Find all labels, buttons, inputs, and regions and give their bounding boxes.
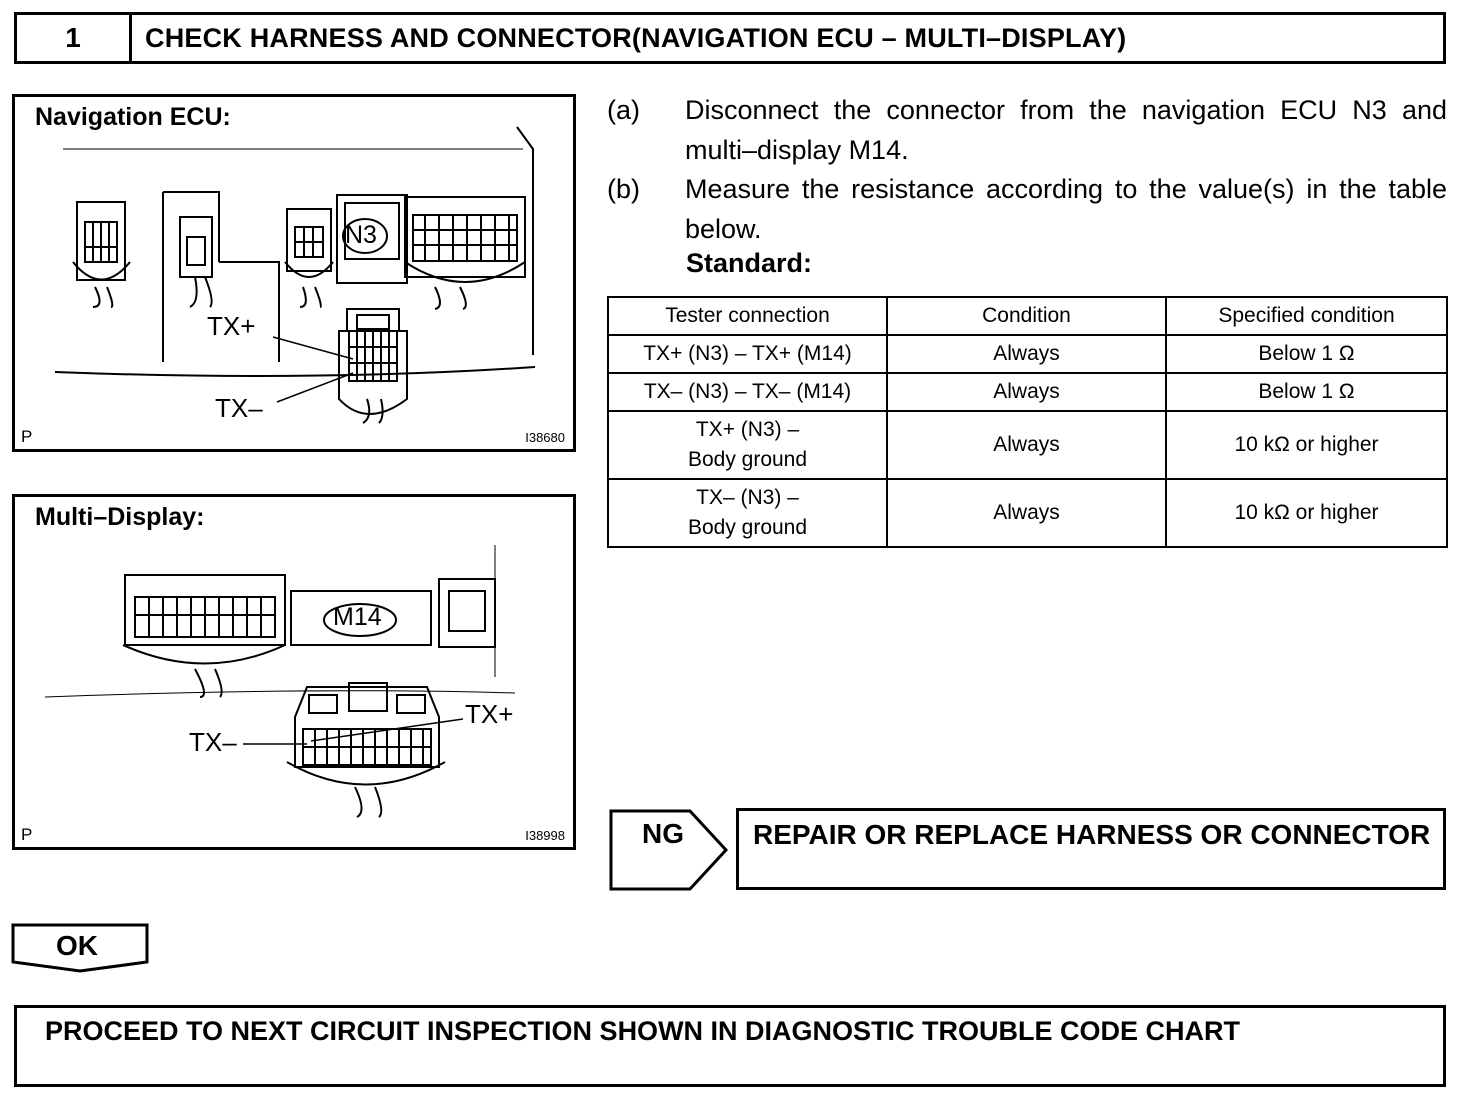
column-header: Specified condition <box>1165 296 1448 336</box>
step-header: 1 CHECK HARNESS AND CONNECTOR(NAVIGATION… <box>14 12 1446 64</box>
column-header: Condition <box>886 296 1167 336</box>
figure-code: I38680 <box>525 430 565 445</box>
table-cell: TX+ (N3) – Body ground <box>607 410 888 480</box>
table-cell: Always <box>886 334 1167 374</box>
figure-corner-letter: P <box>21 825 33 844</box>
ng-arrow-shape <box>609 809 729 891</box>
multi-display-illustration <box>44 545 516 818</box>
step-text: Measure the resistance according to the … <box>685 174 1447 244</box>
step-b: (b) Measure the resistance according to … <box>607 169 1447 249</box>
table-cell: TX– (N3) – TX– (M14) <box>607 372 888 412</box>
figure-code: I38998 <box>525 828 565 843</box>
table-cell: TX+ (N3) – TX+ (M14) <box>607 334 888 374</box>
multi-display-figure: Multi–Display: M14 TX+ TX– P I38998 <box>12 494 576 850</box>
connector-n3-callout: N3 <box>345 221 377 249</box>
ng-label: NG <box>642 818 684 849</box>
step-title: CHECK HARNESS AND CONNECTOR(NAVIGATION E… <box>145 22 1127 53</box>
ok-arrow-shape <box>11 923 149 973</box>
step-letter: (b) <box>607 174 640 204</box>
table-cell: 10 kΩ or higher <box>1165 410 1448 480</box>
table-cell: Always <box>886 372 1167 412</box>
tx-plus-pin-label: TX+ <box>465 699 514 729</box>
table-cell: Below 1 Ω <box>1165 372 1448 412</box>
ok-label: OK <box>56 930 98 961</box>
table-row: TX+ (N3) – Body ground Always 10 kΩ or h… <box>607 410 1448 480</box>
table-row: TX– (N3) – Body ground Always 10 kΩ or h… <box>607 478 1448 548</box>
step-letter: (a) <box>607 95 640 125</box>
table-row: TX– (N3) – TX– (M14) Always Below 1 Ω <box>607 372 1448 412</box>
table-cell: Always <box>886 478 1167 548</box>
figure-corner-letter: P <box>21 427 33 446</box>
navigation-ecu-figure: Navigation ECU: N3 TX+ TX– P I38680 <box>12 94 576 452</box>
navigation-ecu-illustration <box>54 126 536 424</box>
step-number: 1 <box>17 15 132 61</box>
step-text: Disconnect the connector from the naviga… <box>685 95 1447 165</box>
table-cell: Always <box>886 410 1167 480</box>
ng-action-box: REPAIR OR REPLACE HARNESS OR CONNECTOR <box>736 808 1446 890</box>
table-cell: Below 1 Ω <box>1165 334 1448 374</box>
tx-minus-pin-label: TX– <box>189 727 237 757</box>
navigation-ecu-label: Navigation ECU: <box>35 103 231 131</box>
table-header-row: Tester connection Condition Specified co… <box>607 296 1448 336</box>
resistance-table: Tester connection Condition Specified co… <box>607 296 1448 548</box>
column-header: Tester connection <box>607 296 888 336</box>
next-action-text: PROCEED TO NEXT CIRCUIT INSPECTION SHOWN… <box>45 1016 1241 1046</box>
tx-minus-pin-label: TX– <box>215 393 263 423</box>
table-row: TX+ (N3) – TX+ (M14) Always Below 1 Ω <box>607 334 1448 374</box>
connector-m14-callout: M14 <box>333 603 382 631</box>
table-cell: TX– (N3) – Body ground <box>607 478 888 548</box>
step-a: (a) Disconnect the connector from the na… <box>607 90 1447 170</box>
tx-plus-pin-label: TX+ <box>207 311 256 341</box>
ng-action-text: REPAIR OR REPLACE HARNESS OR CONNECTOR <box>753 819 1431 850</box>
standard-label: Standard: <box>686 248 813 278</box>
multi-display-label: Multi–Display: <box>35 503 205 531</box>
next-action-box: PROCEED TO NEXT CIRCUIT INSPECTION SHOWN… <box>14 1005 1446 1087</box>
table-cell: 10 kΩ or higher <box>1165 478 1448 548</box>
